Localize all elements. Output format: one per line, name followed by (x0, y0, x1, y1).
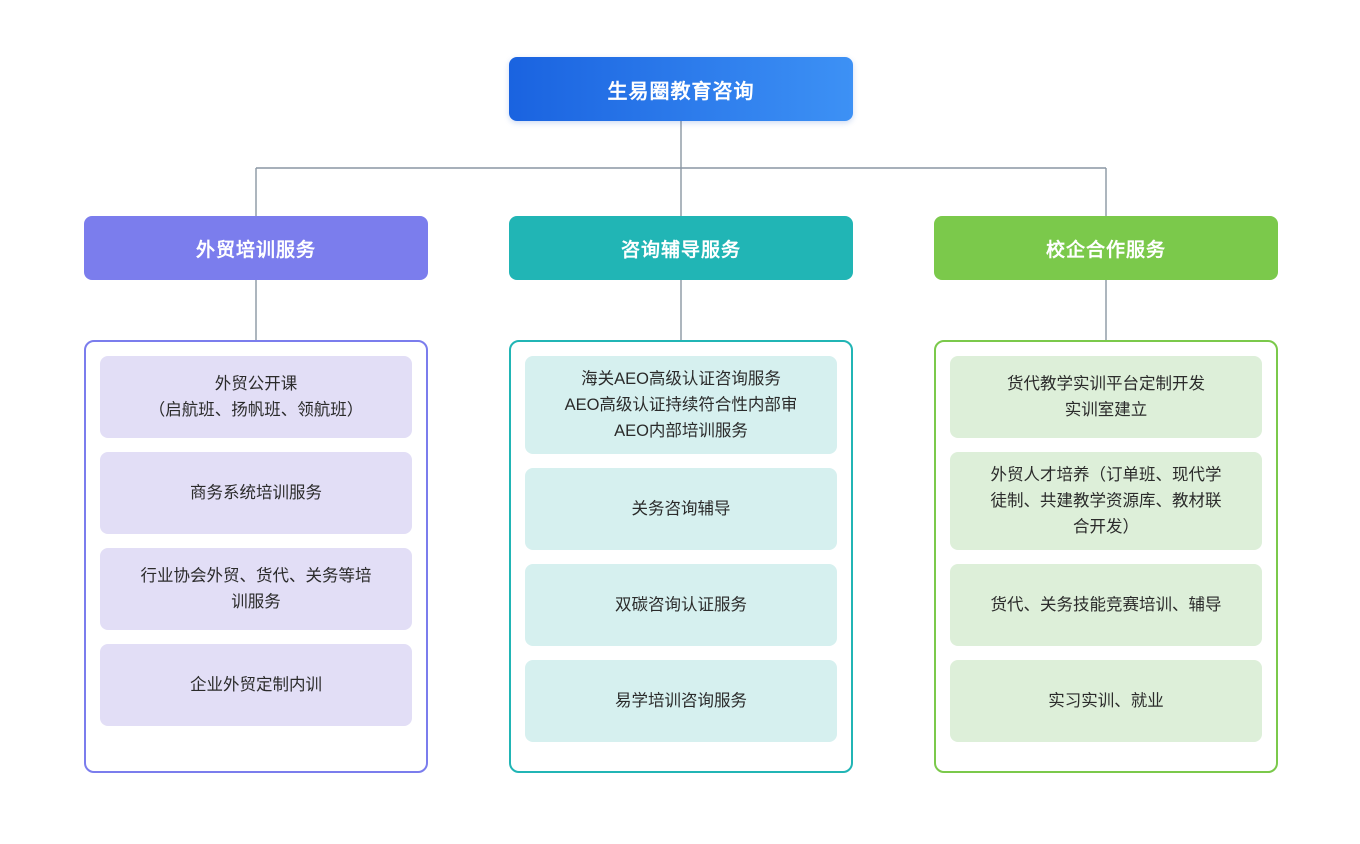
service-item[interactable]: 货代、关务技能竞赛培训、辅导 (950, 564, 1262, 646)
service-item[interactable]: 行业协会外贸、货代、关务等培 训服务 (100, 548, 412, 630)
service-item[interactable]: 外贸人才培养（订单班、现代学 徒制、共建教学资源库、教材联 合开发） (950, 452, 1262, 550)
service-item[interactable]: 商务系统培训服务 (100, 452, 412, 534)
service-item[interactable]: 企业外贸定制内训 (100, 644, 412, 726)
category-header-2[interactable]: 咨询辅导服务 (509, 216, 853, 280)
root-node-label: 生易圈教育咨询 (607, 80, 755, 103)
service-item[interactable]: 关务咨询辅导 (525, 468, 837, 550)
branch-column-1: 外贸培训服务 外贸公开课 （启航班、扬帆班、领航班） 商务系统培训服务 行业协会… (84, 216, 428, 773)
category-header-3[interactable]: 校企合作服务 (934, 216, 1278, 280)
service-item[interactable]: 双碳咨询认证服务 (525, 564, 837, 646)
service-item[interactable]: 海关AEO高级认证咨询服务 AEO高级认证持续符合性内部审 AEO内部培训服务 (525, 356, 837, 454)
service-item[interactable]: 货代教学实训平台定制开发 实训室建立 (950, 356, 1262, 438)
category-header-label-3: 校企合作服务 (1045, 239, 1166, 261)
items-container-3: 货代教学实训平台定制开发 实训室建立 外贸人才培养（订单班、现代学 徒制、共建教… (934, 340, 1278, 773)
service-item[interactable]: 易学培训咨询服务 (525, 660, 837, 742)
root-node[interactable]: 生易圈教育咨询 (509, 57, 853, 121)
service-item[interactable]: 实习实训、就业 (950, 660, 1262, 742)
items-container-1: 外贸公开课 （启航班、扬帆班、领航班） 商务系统培训服务 行业协会外贸、货代、关… (84, 340, 428, 773)
category-header-label-2: 咨询辅导服务 (620, 239, 741, 261)
category-header-1[interactable]: 外贸培训服务 (84, 216, 428, 280)
category-header-label-1: 外贸培训服务 (195, 239, 316, 261)
branch-column-3: 校企合作服务 货代教学实训平台定制开发 实训室建立 外贸人才培养（订单班、现代学… (934, 216, 1278, 773)
service-item[interactable]: 外贸公开课 （启航班、扬帆班、领航班） (100, 356, 412, 438)
items-container-2: 海关AEO高级认证咨询服务 AEO高级认证持续符合性内部审 AEO内部培训服务 … (509, 340, 853, 773)
branch-column-2: 咨询辅导服务 海关AEO高级认证咨询服务 AEO高级认证持续符合性内部审 AEO… (509, 216, 853, 773)
